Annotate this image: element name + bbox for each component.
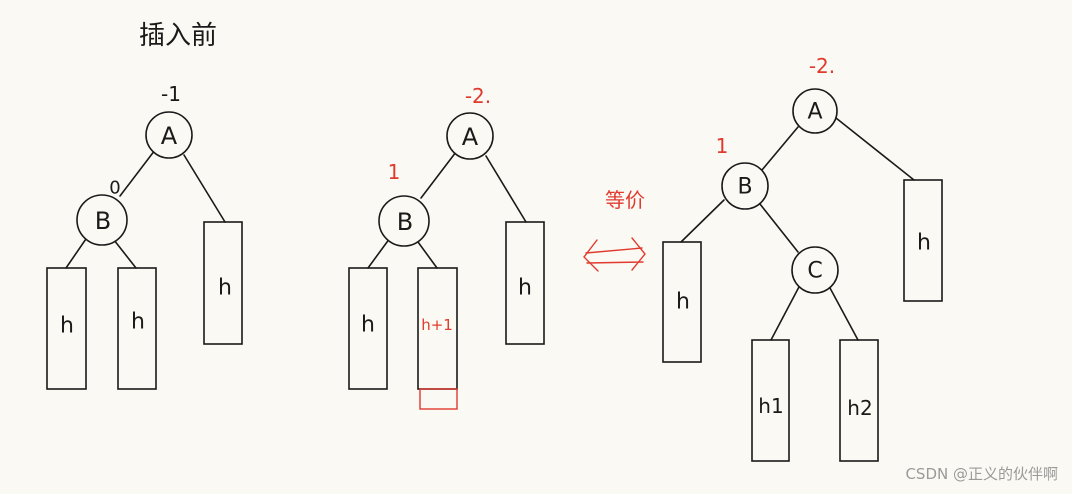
edge-b-right (417, 241, 438, 269)
node-a (145, 111, 193, 159)
subtree-height-label: h (676, 290, 690, 315)
subtree-height-label: h (361, 313, 375, 338)
edge-b-right (113, 239, 137, 269)
balance-factor-a: -1 (161, 82, 181, 106)
subtree-rect (903, 179, 943, 302)
node-b-label: B (95, 207, 111, 235)
node-b-label: B (737, 175, 752, 200)
subtree-height-label: h (131, 310, 145, 335)
edge-a-b (761, 126, 799, 171)
diagram-title: 插入前 (139, 21, 217, 51)
subtree-height-label: h+1 (421, 316, 453, 334)
node-b (76, 194, 128, 246)
tree-equivalent (662, 88, 943, 462)
double-arrow-icon (583, 237, 646, 272)
subtree-height-label: h (917, 231, 931, 256)
subtree-rect (348, 267, 388, 390)
node-c (791, 246, 839, 294)
node-a (792, 88, 838, 134)
subtree-rect (117, 267, 157, 390)
subtree-rect (751, 339, 790, 462)
balance-factor-a: -2. (465, 84, 491, 108)
subtree-height-label: h (60, 314, 74, 339)
edge-c-left (770, 284, 801, 341)
edge-a-b (420, 151, 457, 199)
node-b-label: B (397, 208, 413, 236)
equivalent-label: 等价 (605, 188, 645, 212)
node-b (721, 162, 769, 210)
subtree-height-label: h (518, 276, 532, 301)
edge-b-left (367, 237, 391, 269)
balance-factor-b: 0 (109, 178, 120, 199)
edge-a-right (183, 154, 226, 223)
subtree-height-label: h (218, 276, 232, 301)
node-a-label: A (807, 100, 822, 125)
subtree-height-label: h2 (847, 396, 872, 420)
edge-c-right (829, 287, 859, 341)
node-a (446, 112, 494, 160)
edge-a-b (119, 149, 156, 197)
edge-b-left (680, 199, 725, 243)
subtree-height-label: h1 (758, 394, 783, 418)
edge-b-c (759, 203, 799, 253)
balance-factor-a: -2. (809, 54, 835, 78)
node-a-label: A (161, 122, 178, 150)
node-a-label: A (462, 123, 479, 151)
subtree-rect (662, 241, 702, 363)
edge-b-left (65, 235, 89, 269)
subtree-rect (505, 221, 545, 345)
node-c-label: C (807, 259, 822, 284)
node-b (378, 195, 430, 247)
edge-a-right (835, 117, 915, 181)
watermark: CSDN @正义的伙伴啊 (905, 465, 1058, 483)
subtree-rect (46, 267, 87, 390)
subtree-rect (203, 221, 243, 345)
tree-after-insert (348, 112, 545, 410)
inserted-node-marker (419, 388, 458, 410)
edge-a-right (485, 155, 527, 223)
tree-before-insert (46, 111, 243, 390)
balance-factor-b: 1 (388, 160, 401, 184)
balance-factor-b: 1 (716, 134, 729, 158)
subtree-rect (839, 339, 879, 462)
